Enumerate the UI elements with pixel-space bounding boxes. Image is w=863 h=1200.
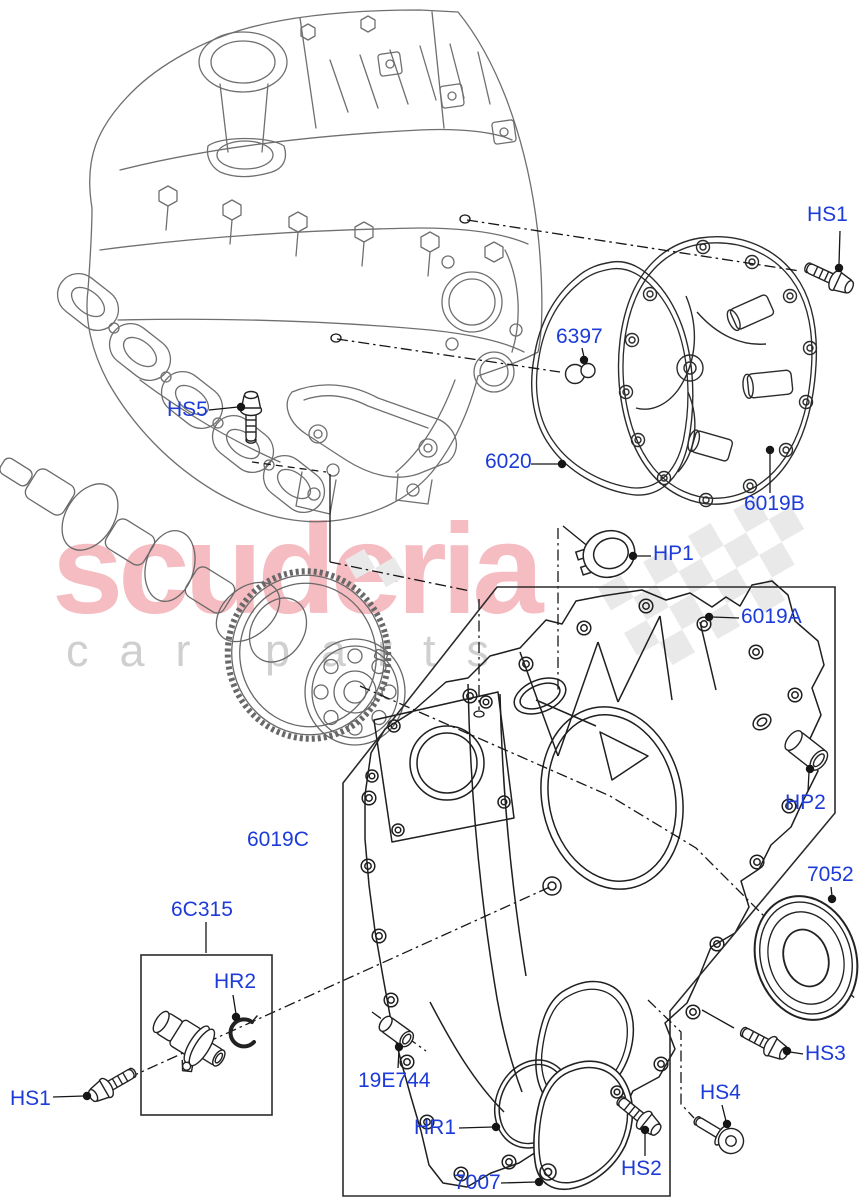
bolt-HS4-drawing <box>693 1116 745 1155</box>
cap-HP1-drawing <box>574 529 636 579</box>
part-label-HS1: HS1 <box>807 203 848 226</box>
part-label-HS1: HS1 <box>10 1087 51 1110</box>
dowel-HP2-drawing <box>784 730 829 771</box>
callout-dots <box>82 263 844 1187</box>
timing-cover-6019C-drawing <box>360 580 825 1188</box>
watermark-subtitle: car parts <box>66 625 521 676</box>
leader-lines <box>52 214 857 1184</box>
part-label-HS5: HS5 <box>167 398 208 421</box>
part-label-6397: 6397 <box>556 325 603 348</box>
part-label-6019C: 6019C <box>247 828 309 851</box>
part-label-6019B: 6019B <box>744 492 805 515</box>
part-label-6C315: 6C315 <box>171 898 233 921</box>
clip-HR2-drawing <box>228 1015 258 1049</box>
part-label-7052: 7052 <box>807 863 854 886</box>
part-label-6019A: 6019A <box>741 605 802 628</box>
part-label-HR2: HR2 <box>214 970 257 993</box>
part-label-HR1: HR1 <box>414 1116 457 1139</box>
part-label-HS4: HS4 <box>700 1081 741 1104</box>
group-box-6019C <box>342 586 836 1197</box>
gasket-6020-drawing <box>531 261 694 496</box>
group-box-6C315 <box>140 954 273 1116</box>
part-label-7007: 7007 <box>454 1171 501 1194</box>
vacuum-cover-6019B-drawing <box>617 236 818 508</box>
sensor-6C315-drawing <box>152 1010 226 1073</box>
plug-19E744-drawing <box>378 1015 415 1048</box>
engine-block-drawing <box>56 9 543 523</box>
camshaft-drawing <box>0 457 406 746</box>
part-label-HS2: HS2 <box>621 1157 662 1180</box>
part-label-HS3: HS3 <box>805 1042 846 1065</box>
cover-7007-drawing <box>533 1060 634 1191</box>
part-label-6020: 6020 <box>485 450 532 473</box>
part-label-HP1: HP1 <box>653 542 694 565</box>
part-label-19E744: 19E744 <box>358 1069 431 1092</box>
seal-7052-drawing <box>753 895 859 1021</box>
plug-6397-drawing <box>564 362 596 385</box>
part-label-HP2: HP2 <box>785 791 826 814</box>
